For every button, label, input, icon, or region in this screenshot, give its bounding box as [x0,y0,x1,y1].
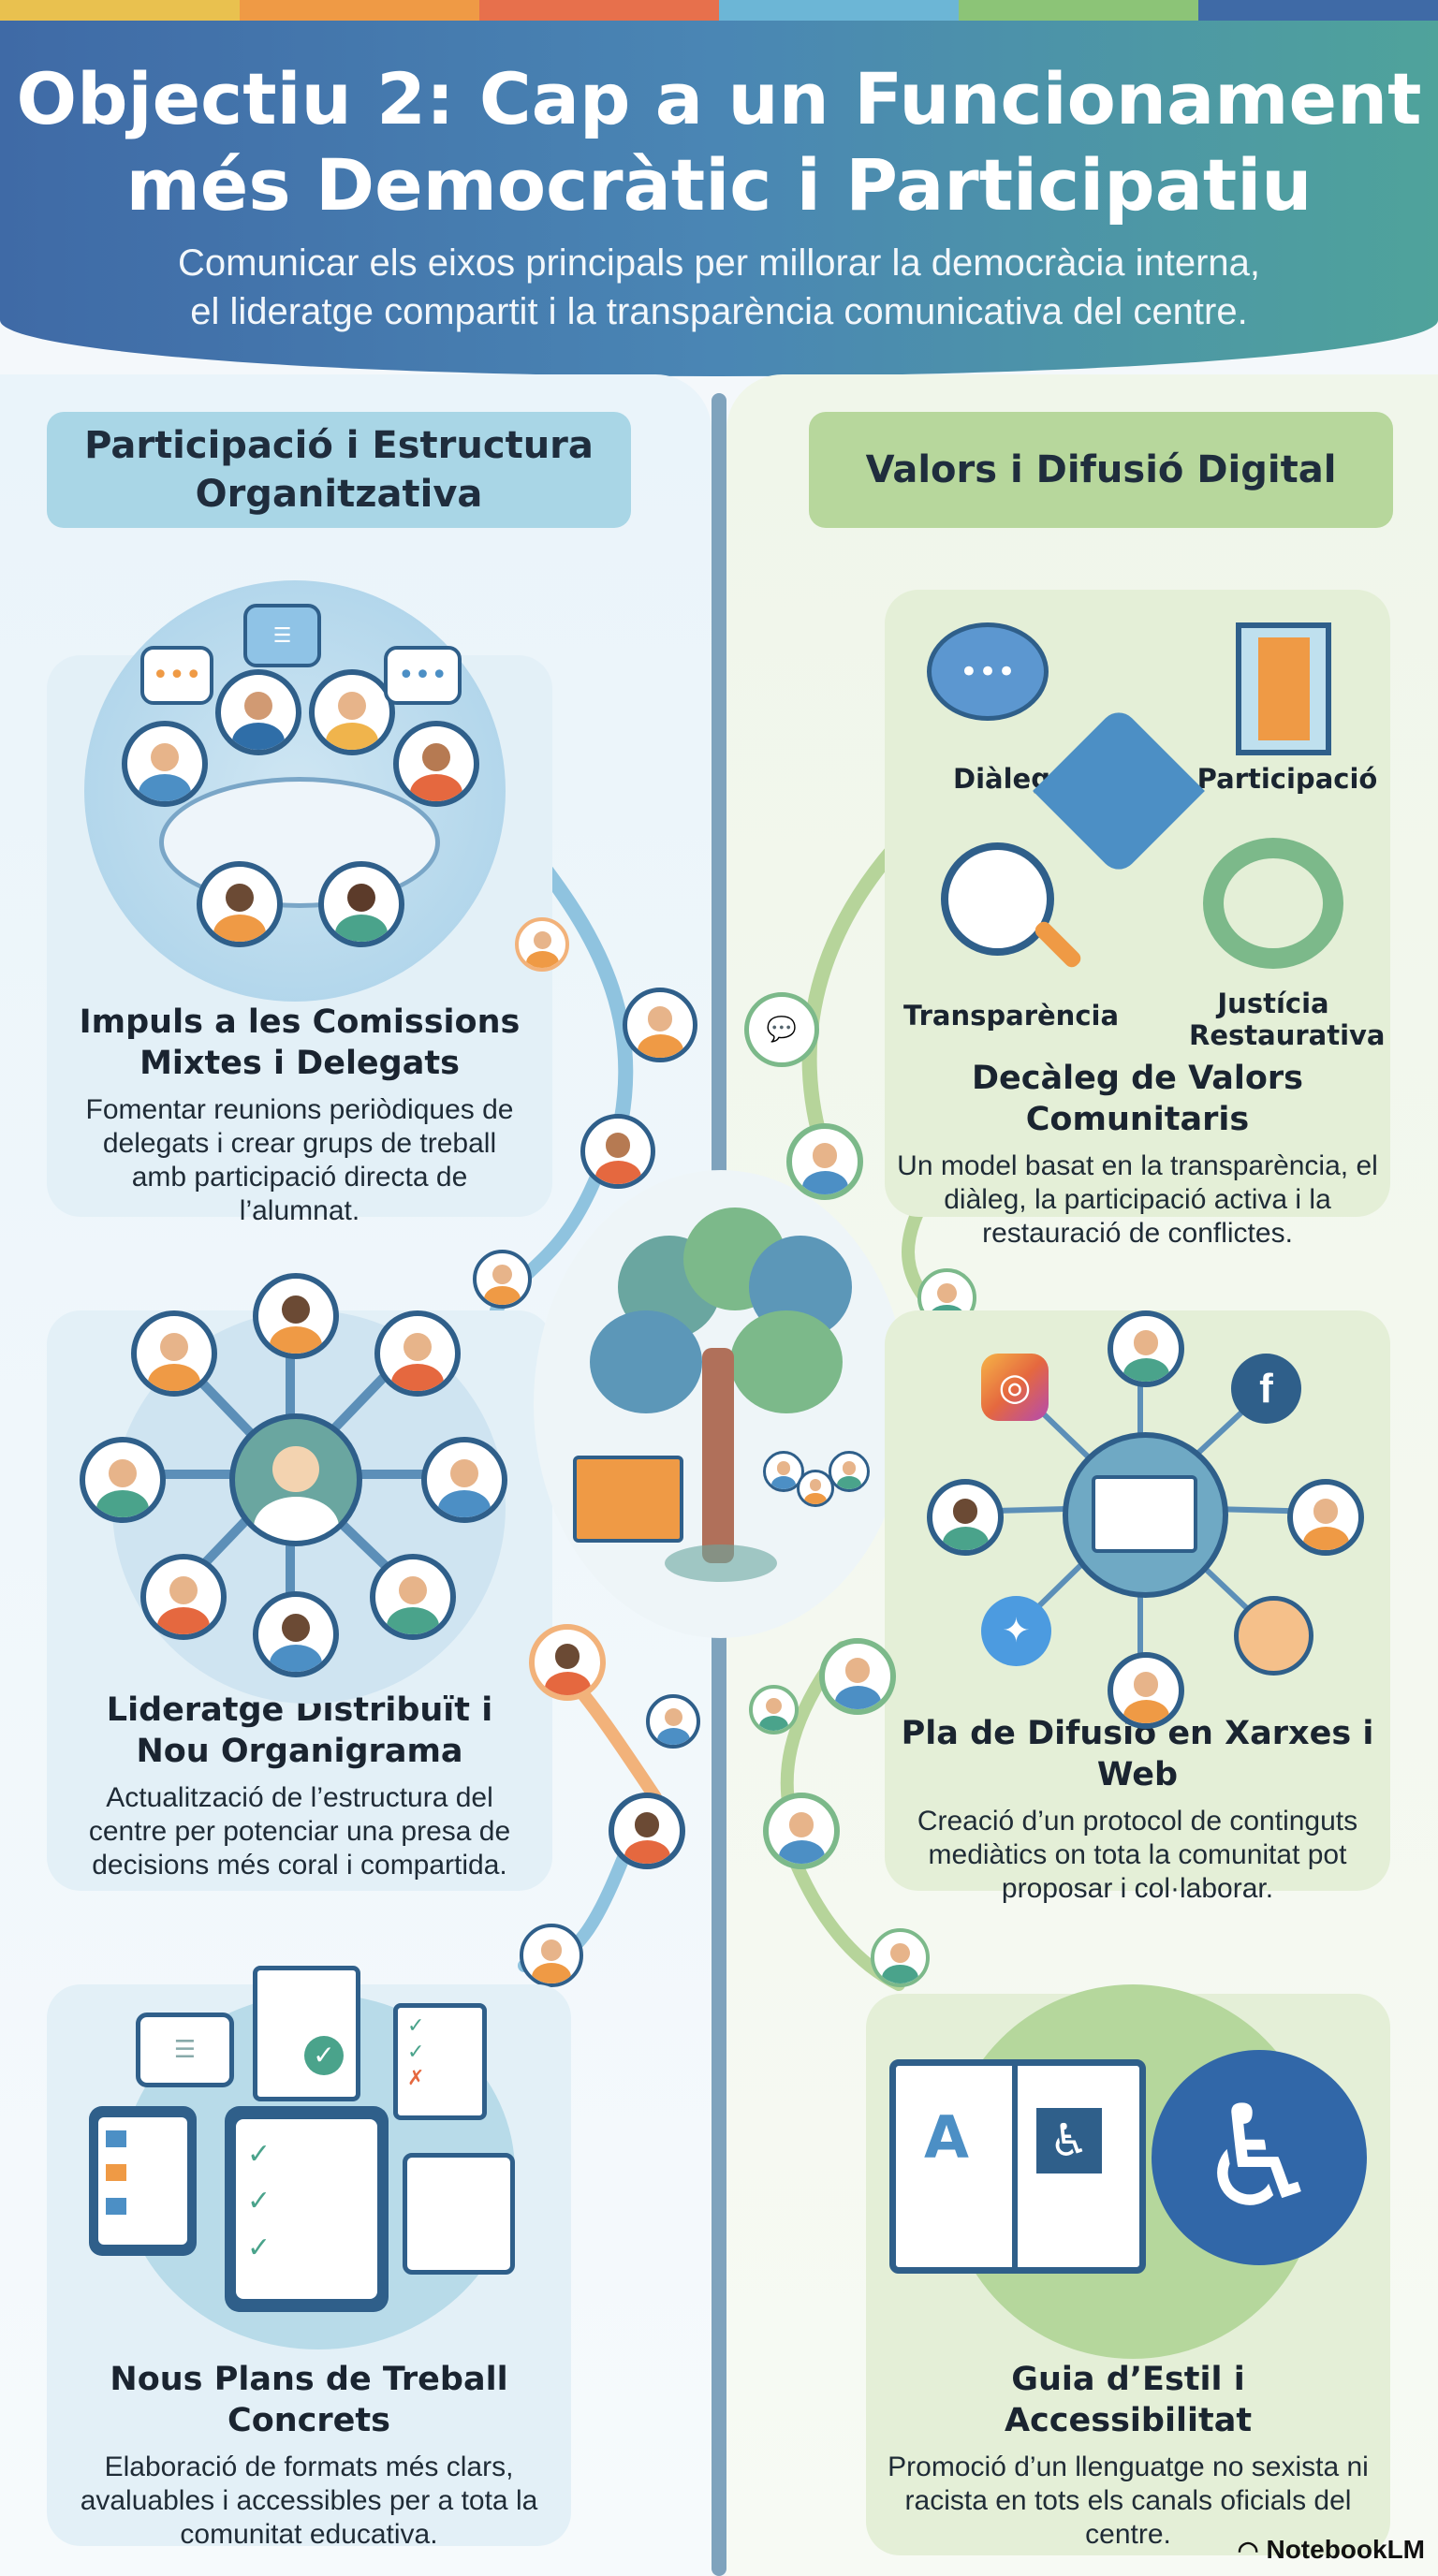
notebooklm-icon: ◠ [1237,2535,1259,2564]
tree-icon [562,1208,880,1610]
note-document-icon [403,2153,515,2275]
check-icon: ✓ [247,2232,271,2264]
connector-avatar [529,1624,606,1701]
team-avatar [374,1310,461,1397]
participant-avatar [309,669,395,755]
connector-avatar [646,1694,700,1749]
team-avatar [421,1437,507,1523]
network-avatar [1287,1479,1364,1556]
value-label-justicia: Justícia Restaurativa [1189,988,1386,1051]
left-column-heading: Participació i Estructura Organitzativa [47,412,631,528]
right-column-heading: Valors i Difusió Digital [809,412,1393,528]
speech-bubble-icon: ☰ [243,604,321,667]
color-stripe [0,0,240,21]
browser-hub-icon [1063,1432,1228,1598]
card-text: Creació d’un protocol de continguts medi… [917,1806,1358,1904]
document-check-icon: ✓ [253,1966,360,2101]
connector-avatar [520,1924,583,1987]
card-title: Guia d’Estil i Accessibilitat [1004,2361,1253,2439]
facebook-icon: f [1231,1354,1301,1424]
tablet-icon [89,2106,197,2256]
color-stripe [479,0,719,21]
check-icon: ✓ [247,2138,271,2171]
leader-avatar [229,1413,362,1546]
page-subtitle: Comunicar els eixos principals per millo… [0,239,1438,336]
value-label-participacio: Participació [1196,763,1378,795]
brand-text: NotebookLM [1266,2535,1425,2564]
team-avatar [370,1554,456,1640]
speech-bubble-icon: ••• [140,646,213,705]
color-stripe [719,0,959,21]
connector-avatar [473,1250,532,1309]
checklist-doc-icon: ✓✓✗ [393,2003,487,2120]
connector-avatar [763,1793,840,1869]
connector-avatar [580,1114,655,1189]
connector-avatar [749,1685,799,1734]
card-title: Decàleg de Valors Comunitaris [971,1060,1304,1138]
card-text: Elaboració de formats més clars, avaluab… [80,2452,538,2550]
school-icon [573,1456,683,1543]
chat-bubble-icon: ☰ [136,2012,234,2087]
connector-avatar [819,1638,896,1715]
wheelchair-icon: ♿ [1152,2050,1367,2265]
twitter-icon: ✦ [981,1596,1051,1666]
participant-avatar [122,721,208,807]
connector-avatar [871,1928,930,1987]
check-icon: ✓ [247,2185,271,2217]
building-photo-icon [1234,1596,1313,1676]
chat-connector-icon: 💬 [744,992,819,1067]
network-avatar [927,1479,1004,1556]
team-avatar [253,1273,339,1359]
team-avatar [140,1554,227,1640]
speech-bubble-icon: ••• [384,646,462,705]
network-avatar [1108,1310,1184,1387]
header-banner [0,21,1438,376]
participant-avatar [318,861,404,947]
value-label-transparencia: Transparència [903,1000,1120,1032]
network-avatar [1108,1652,1184,1729]
connector-curve [801,816,925,1159]
title-line-1: Objectiu 2: Cap a un Funcionament [16,57,1422,140]
card-text: Un model basat en la transparència, el d… [897,1150,1378,1249]
family-icon [763,1451,870,1535]
connector-avatar [623,988,697,1062]
color-stripe [240,0,479,21]
connector-avatar [609,1793,685,1869]
checklist-tablet-icon: ✓ ✓ ✓ [225,2106,389,2312]
color-stripe [1198,0,1438,21]
subtitle-line-1: Comunicar els eixos principals per millo… [177,242,1260,284]
top-color-bar [0,0,1438,21]
notebooklm-logo: ◠ NotebookLM [1238,2535,1425,2565]
team-avatar [80,1437,166,1523]
check-circle-icon: ✓ [304,2036,344,2075]
team-avatar [253,1591,339,1677]
card-text: Promoció d’un llenguatge no sexista ni r… [888,2452,1369,2550]
card-title: Impuls a les Comissions Mixtes i Delegat… [79,1003,521,1082]
participant-avatar [393,721,479,807]
participant-avatar [215,669,301,755]
card-text: Actualització de l’estructura del centre… [88,1782,511,1881]
dialogue-bubbles-icon: ••• [927,622,1049,721]
card-text: Fomentar reunions periòdiques de delegat… [85,1094,514,1226]
instagram-icon: ◎ [981,1354,1049,1421]
participant-avatar [197,861,283,947]
open-book-icon: A ♿ [889,2059,1146,2274]
connector-avatar [786,1123,863,1200]
magnifier-icon [941,842,1054,956]
card-title: Nous Plans de Treball Concrets [110,2361,508,2439]
title-line-2: més Democràtic i Participatiu [125,143,1313,227]
color-stripe [959,0,1198,21]
team-avatar [131,1310,217,1397]
connector-avatar [515,917,569,972]
door-icon [1236,622,1331,755]
subtitle-line-2: el lideratge compartit i la transparènci… [190,291,1248,332]
page-title: Objectiu 2: Cap a un Funcionament més De… [0,56,1438,228]
